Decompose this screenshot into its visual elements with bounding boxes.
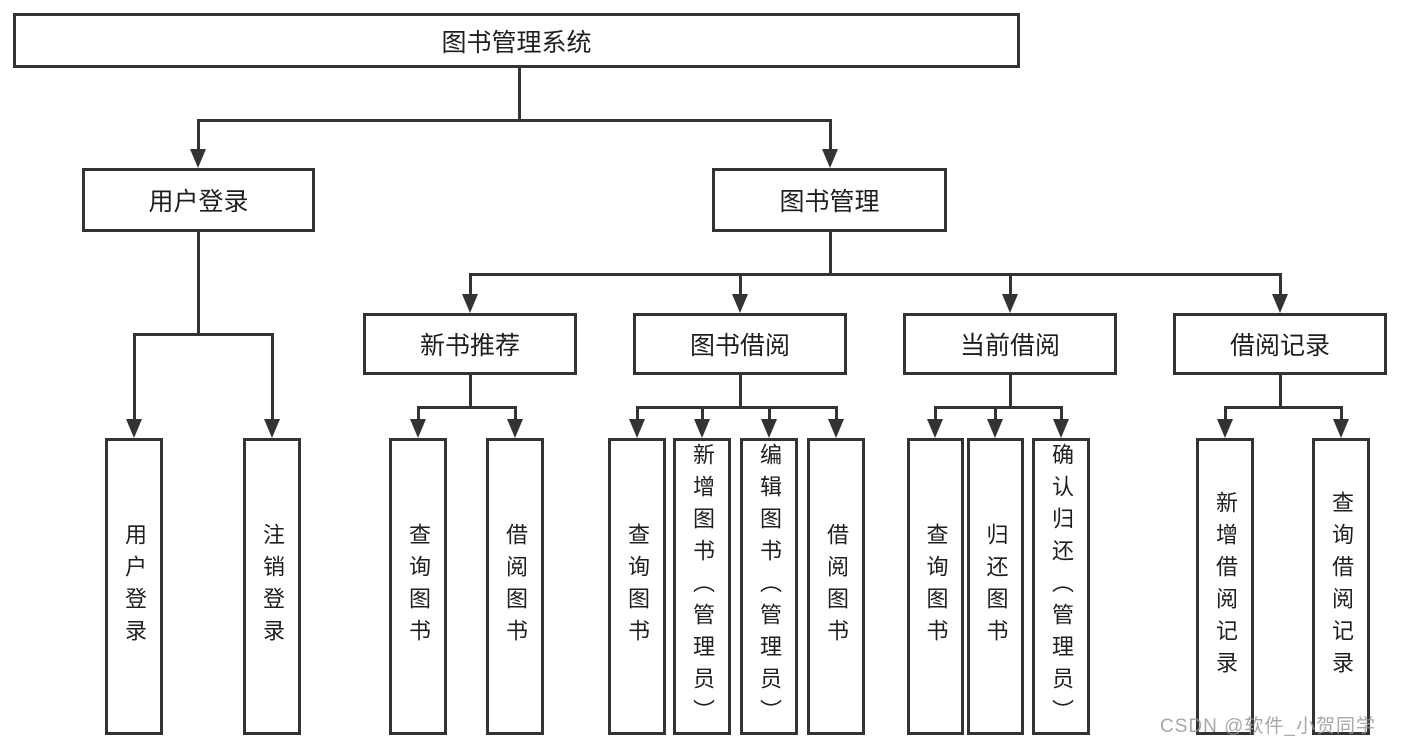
arrowhead-icon bbox=[987, 419, 1003, 438]
edge-bus bbox=[196, 119, 832, 122]
arrowhead-icon bbox=[629, 419, 645, 438]
edge-bus bbox=[416, 406, 517, 409]
edge-drop bbox=[834, 406, 838, 421]
node-branch-user-login: 用户登录 bbox=[82, 168, 315, 232]
edge-drop bbox=[1059, 406, 1063, 421]
node-leaf-return-books: 归还图书 bbox=[967, 438, 1024, 735]
node-branch-new-book-rec: 新书推荐 bbox=[363, 313, 577, 375]
edge-drop bbox=[933, 406, 937, 421]
edge-stem bbox=[1008, 375, 1012, 409]
edge-drop bbox=[993, 406, 997, 421]
node-leaf-query-books-cur: 查询图书 bbox=[907, 438, 964, 735]
arrowhead-icon bbox=[190, 149, 206, 168]
edge-drop bbox=[635, 406, 639, 421]
node-leaf-borrow-books: 借阅图书 bbox=[807, 438, 865, 735]
arrowhead-icon bbox=[927, 419, 943, 438]
edge-stem bbox=[828, 232, 832, 276]
edge-drop bbox=[132, 333, 136, 421]
edge-drop bbox=[513, 406, 517, 421]
arrowhead-icon bbox=[507, 419, 523, 438]
node-leaf-add-books-admin: 新增图书（管理员） bbox=[673, 438, 731, 735]
edge-bus bbox=[1223, 406, 1343, 409]
node-branch-current-borrow: 当前借阅 bbox=[903, 313, 1117, 375]
node-leaf-query-books-borrow: 查询图书 bbox=[608, 438, 666, 735]
edge-drop bbox=[196, 119, 200, 151]
edge-drop bbox=[270, 333, 274, 421]
arrowhead-icon bbox=[1272, 294, 1288, 313]
edge-stem bbox=[738, 375, 742, 409]
arrowhead-icon bbox=[761, 419, 777, 438]
edge-bus bbox=[468, 273, 1282, 276]
edge-drop bbox=[468, 273, 472, 296]
arrowhead-icon bbox=[828, 419, 844, 438]
csdn-watermark: CSDN @软件_小贺同学 bbox=[1160, 716, 1376, 737]
arrowhead-icon bbox=[732, 294, 748, 313]
node-branch-borrow-record: 借阅记录 bbox=[1173, 313, 1387, 375]
edge-drop bbox=[738, 273, 742, 296]
edge-stem bbox=[1278, 375, 1282, 409]
arrowhead-icon bbox=[822, 149, 838, 168]
node-leaf-edit-books-admin: 编辑图书（管理员） bbox=[740, 438, 798, 735]
node-branch-book-mgmt: 图书管理 bbox=[712, 168, 947, 232]
edge-drop bbox=[1223, 406, 1227, 421]
edge-drop bbox=[416, 406, 420, 421]
edge-bus bbox=[132, 333, 274, 336]
node-leaf-user-login: 用户登录 bbox=[105, 438, 163, 735]
arrowhead-icon bbox=[410, 419, 426, 438]
node-leaf-logout: 注销登录 bbox=[243, 438, 301, 735]
node-branch-book-borrow: 图书借阅 bbox=[633, 313, 847, 375]
edge-stem bbox=[196, 232, 200, 336]
edge-stem bbox=[468, 375, 472, 409]
node-leaf-query-borrow-record: 查询借阅记录 bbox=[1312, 438, 1370, 735]
arrowhead-icon bbox=[1053, 419, 1069, 438]
edge-drop bbox=[767, 406, 771, 421]
node-leaf-confirm-return-admin: 确认归还（管理员） bbox=[1032, 438, 1090, 735]
arrowhead-icon bbox=[1217, 419, 1233, 438]
node-leaf-add-borrow-record: 新增借阅记录 bbox=[1196, 438, 1254, 735]
arrowhead-icon bbox=[1333, 419, 1349, 438]
arrowhead-icon bbox=[1002, 294, 1018, 313]
edge-drop bbox=[700, 406, 704, 421]
arrowhead-icon bbox=[126, 419, 142, 438]
arrowhead-icon bbox=[462, 294, 478, 313]
node-root: 图书管理系统 bbox=[13, 13, 1020, 68]
edge-drop bbox=[828, 119, 832, 151]
edge-stem bbox=[517, 68, 521, 122]
edge-bus bbox=[933, 406, 1063, 409]
edge-drop bbox=[1008, 273, 1012, 296]
node-leaf-borrow-books-rec: 借阅图书 bbox=[486, 438, 544, 735]
edge-bus bbox=[635, 406, 838, 409]
arrowhead-icon bbox=[264, 419, 280, 438]
arrowhead-icon bbox=[694, 419, 710, 438]
edge-drop bbox=[1339, 406, 1343, 421]
node-leaf-query-books-rec: 查询图书 bbox=[389, 438, 447, 735]
edge-drop bbox=[1278, 273, 1282, 296]
